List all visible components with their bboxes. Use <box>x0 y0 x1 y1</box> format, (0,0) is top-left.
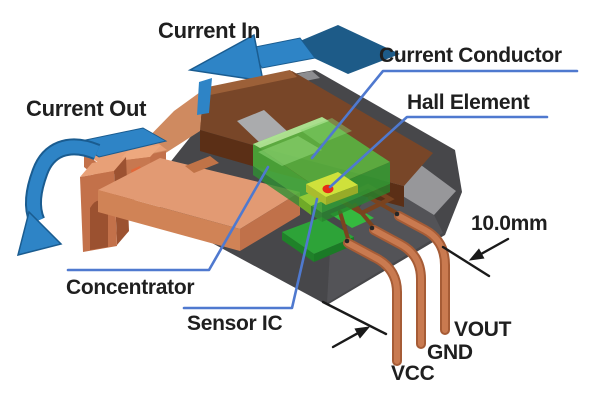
dimension-arrow-top-head <box>468 248 485 261</box>
lead-vout-hl <box>396 213 448 333</box>
trace-2 <box>353 203 377 231</box>
tie-bar-2 <box>369 225 375 231</box>
trace-1 <box>338 210 351 244</box>
leg2-top <box>118 145 161 161</box>
concentrator-bevel <box>253 117 329 148</box>
leader-concentrator <box>66 165 270 272</box>
current-out-band <box>26 140 100 224</box>
lead-vcc-hl <box>345 240 400 364</box>
label-pin-vcc: VCC <box>391 362 435 385</box>
chip-front <box>306 184 326 205</box>
current-in-arrowhead <box>187 33 264 82</box>
label-hall-element: Hall Element <box>407 91 530 114</box>
dimension-ext-line-top <box>441 245 491 278</box>
plate-notch <box>185 156 219 173</box>
busbar-back-lip <box>203 70 297 95</box>
label-dimension: 10.0mm <box>471 212 548 235</box>
label-concentrator: Concentrator <box>66 276 195 299</box>
plate-front-right <box>240 192 300 251</box>
dimension-ext-line-bottom <box>321 300 388 336</box>
leg1-top <box>80 157 126 177</box>
package-leads <box>343 211 450 366</box>
package-front-right-face <box>327 181 443 303</box>
dimension-arrow-bottom-shaft <box>331 332 359 349</box>
leader-sensor-ic <box>182 197 319 310</box>
current-out-arrow <box>16 127 168 257</box>
concentrator-highlight-1 <box>258 136 322 166</box>
label-current-out: Current Out <box>26 96 147 121</box>
current-in-ribbon-tail <box>197 78 212 115</box>
label-sensor-ic: Sensor IC <box>187 312 283 335</box>
current-in-ribbon-back <box>288 25 400 74</box>
dimension-marks <box>321 237 510 349</box>
lead-gnd-hl <box>371 227 424 347</box>
tie-bar-1 <box>344 238 350 244</box>
label-current-in: Current In <box>158 18 261 43</box>
substrate-green-top <box>282 217 354 254</box>
label-pin-gnd: GND <box>427 341 473 364</box>
dimension-arrow-top-shaft <box>479 237 510 256</box>
plate-top <box>98 158 300 229</box>
current-in-arrow <box>187 25 400 82</box>
label-current-conductor: Current Conductor <box>379 44 562 67</box>
trace-3 <box>368 196 402 217</box>
plate-front-left <box>98 190 240 251</box>
substrate-green-front <box>282 232 314 262</box>
concentrator-lip-right <box>322 184 390 222</box>
dimension-arrow-bottom-head <box>354 326 371 339</box>
leader-current-conductor <box>310 69 579 160</box>
leader-hall-element <box>328 115 549 189</box>
tie-bar-3 <box>394 211 400 217</box>
leader-lines <box>66 69 579 310</box>
chip-right <box>326 185 358 205</box>
current-out-arrowhead <box>16 210 63 257</box>
label-pin-vout: VOUT <box>454 318 512 341</box>
chip-pedestal-front <box>299 197 311 215</box>
